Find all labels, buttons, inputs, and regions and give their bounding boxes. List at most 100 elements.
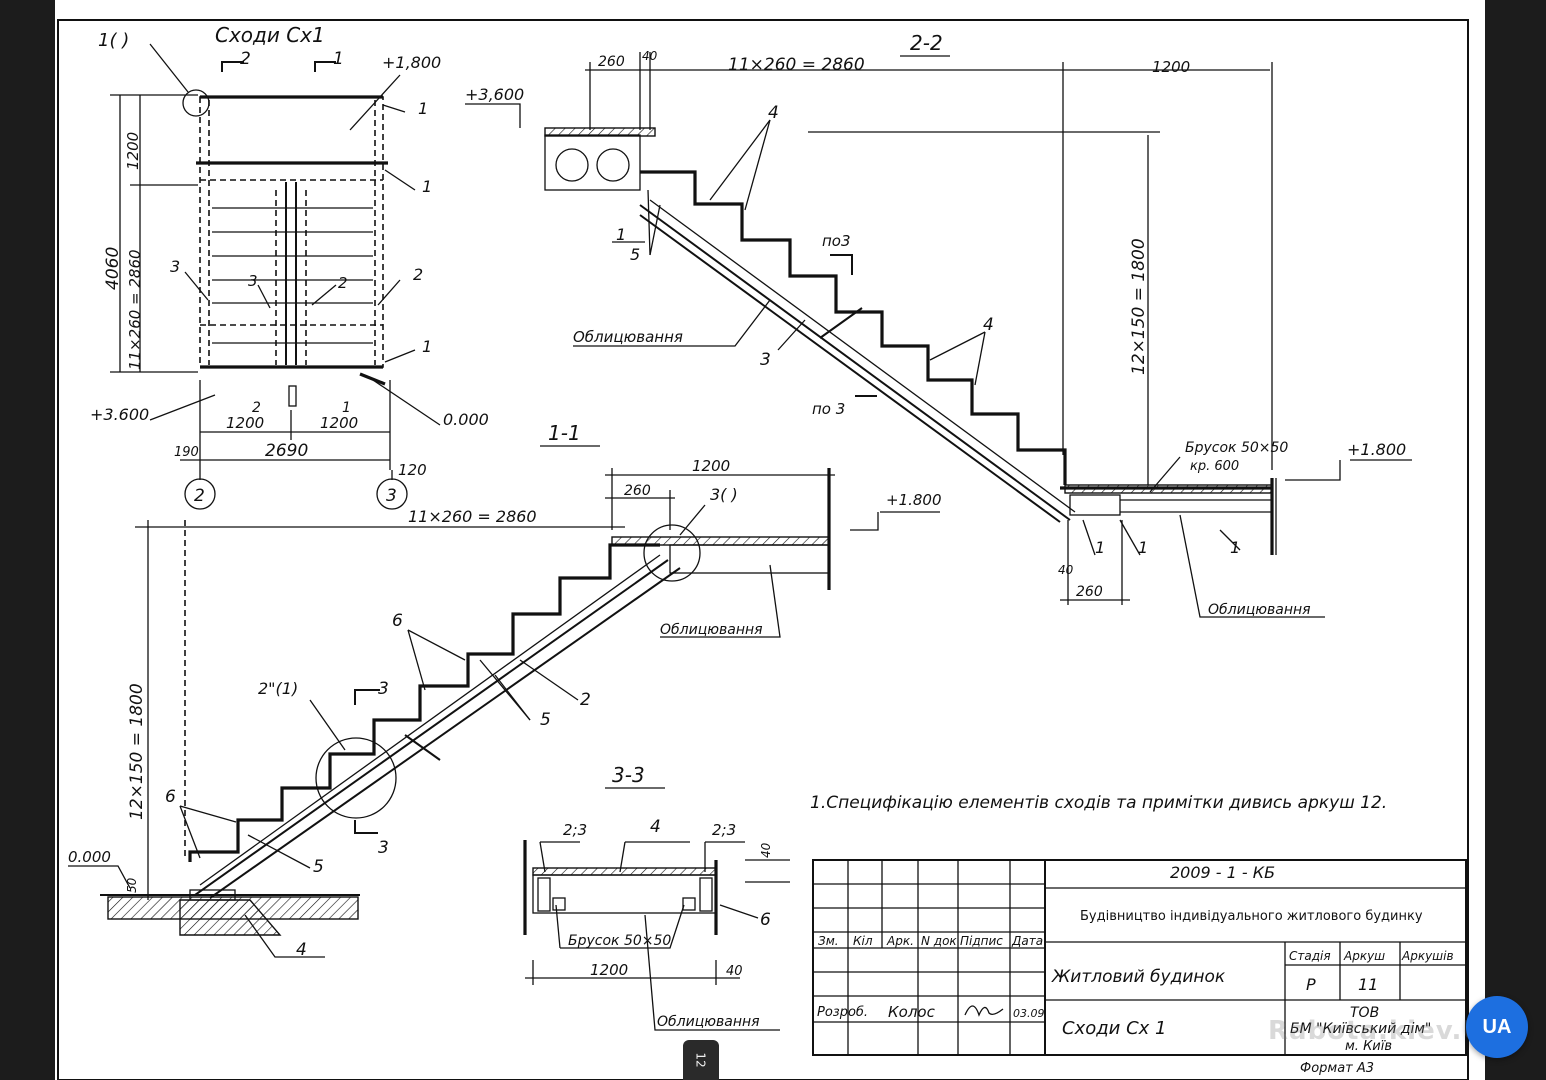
svg-text:3: 3 [248,272,258,290]
svg-text:2;3: 2;3 [712,821,736,839]
plan-mark-top: +1,800 [382,53,441,72]
svg-text:3: 3 [386,486,397,506]
tb-code: 2009 - 1 - КБ [1170,863,1275,882]
sec11-mark-right: +1.800 [886,491,942,509]
sec22-dim-steps: 11×260 = 2860 [728,55,865,75]
sec11-callout-3: 3( ) [710,485,738,504]
svg-text:Підпис: Підпис [960,934,1003,948]
sec11-cut-top: 3 [378,679,389,699]
sec11-dim-steps: 11×260 = 2860 [408,507,537,526]
svg-text:Кіл: Кіл [853,934,873,948]
plan-dim-b: 1200 [320,414,358,432]
svg-text:4: 4 [768,103,779,123]
svg-text:1: 1 [418,99,428,118]
svg-text:120: 120 [398,461,427,479]
svg-text:50: 50 [125,877,139,893]
svg-text:40: 40 [759,842,773,858]
svg-text:N док: N док [921,934,957,948]
sec33-cladding-label: Облицювання [657,1014,760,1030]
plan-mark-right: 0.000 [443,410,489,429]
svg-text:2: 2 [580,690,591,710]
svg-text:Формат А3: Формат А3 [1300,1061,1374,1076]
page-number: 12 [694,1052,708,1068]
plan-mark-left: +3.600 [90,405,149,424]
svg-text:3: 3 [760,350,771,370]
svg-text:2: 2 [338,274,348,292]
node-callout-1: 1( ) [98,30,129,51]
drawing-sheet: Сходи Сх1 1( ) 2 1 +1,800 [55,0,1485,1080]
axis-bubble-3 [376,478,408,510]
svg-text:кр. 600: кр. 600 [1190,459,1239,474]
sec22-cladding-label: Облицювання [573,328,683,346]
sec22-bar-label: Брусок 50×50 [1185,440,1288,456]
axis-bubble-2 [184,478,216,510]
svg-text:2;3: 2;3 [563,821,587,839]
tb-developer: Колос [888,1003,936,1021]
plan-dim-a: 1200 [226,414,264,432]
plan-dim-total: 2690 [265,441,308,461]
svg-text:Аркушів: Аркушів [1401,949,1454,963]
sec11-mark-left: 0.000 [68,848,111,866]
tb-sheet-name: Сходи Сх 1 [1062,1018,1167,1039]
section-3-3: 3-3 2;3 4 2;3 40 6 Брусок 50×50 1200 40 … [523,763,790,1031]
plan-dim-4060: 4060 [103,247,123,290]
svg-text:2: 2 [413,265,423,284]
section-1-1: 1-1 1200 260 11×260 = 2860 3( ) +1.800 [68,421,942,960]
sheet-frame [57,19,1469,1080]
svg-text:Аркуш: Аркуш [1343,949,1385,963]
site-watermark: Rabota.kiev.UA [1268,1016,1505,1046]
signature [964,1005,1004,1017]
page-number-tab[interactable]: 12 [683,1040,719,1080]
section-3-3-title: 3-3 [612,763,645,787]
svg-text:6: 6 [165,787,176,807]
cut-mark-1: 1 [333,49,344,69]
section-1-1-title: 1-1 [548,421,581,445]
svg-text:5: 5 [540,710,551,730]
svg-text:40: 40 [1058,563,1074,577]
sec11-dim-vertical: 12×150 = 1800 [127,683,147,820]
svg-text:5: 5 [313,857,324,877]
svg-text:м. Київ: м. Київ [1345,1039,1392,1054]
svg-text:3: 3 [170,257,180,276]
svg-text:260: 260 [624,483,651,499]
svg-text:1: 1 [422,177,432,196]
sec22-mark-right: +1.800 [1347,440,1406,459]
svg-text:1200: 1200 [590,961,628,979]
section-2-2-title: 2-2 [910,31,943,55]
ua-action-button[interactable]: UA [1466,996,1528,1058]
svg-text:Зм.: Зм. [818,934,839,948]
svg-text:1: 1 [1095,538,1105,557]
sec22-mark-top: +3,600 [465,85,524,104]
svg-text:1: 1 [1138,538,1148,557]
svg-text:1: 1 [616,225,626,244]
svg-text:1200: 1200 [1152,58,1190,76]
svg-text:4: 4 [983,315,994,335]
sec11-cladding-label: Облицювання [660,622,763,638]
svg-text:Р: Р [1306,975,1316,994]
stair-title: Сходи Сх1 [215,23,325,47]
ua-button-label: UA [1482,1015,1512,1038]
section-2-2: 2-2 260 40 11×260 = 2860 1200 +3,600 [465,31,1412,618]
svg-text:1200: 1200 [692,457,730,475]
svg-text:260: 260 [1076,584,1103,600]
sec22-po3-top: по3 [822,232,851,250]
svg-text:Арк.: Арк. [886,934,914,948]
sec33-bar-label: Брусок 50×50 [568,933,671,949]
svg-text:11: 11 [1358,975,1378,994]
node-2-circle [315,737,397,819]
tb-object: Житловий будинок [1051,967,1226,987]
svg-text:1: 1 [342,400,351,416]
svg-text:260: 260 [598,54,625,70]
sec22-po3-bottom: по 3 [812,400,845,418]
svg-text:1: 1 [1230,538,1240,557]
title-block: Зм. Кіл Арк. N док Підпис Дата Розроб. К… [812,859,1467,1076]
sec11-callout-2: 2"(1) [258,679,298,698]
tb-org: БМ "Київський дім" [1290,1021,1431,1037]
plan-dim-1200: 1200 [124,132,142,170]
tb-project: Будівництво індивідуального житлового бу… [1080,909,1423,924]
svg-text:4: 4 [296,940,307,960]
svg-text:03.09: 03.09 [1013,1007,1045,1020]
svg-text:4: 4 [650,817,661,837]
svg-text:Дата: Дата [1011,934,1043,948]
svg-text:40: 40 [726,964,743,979]
